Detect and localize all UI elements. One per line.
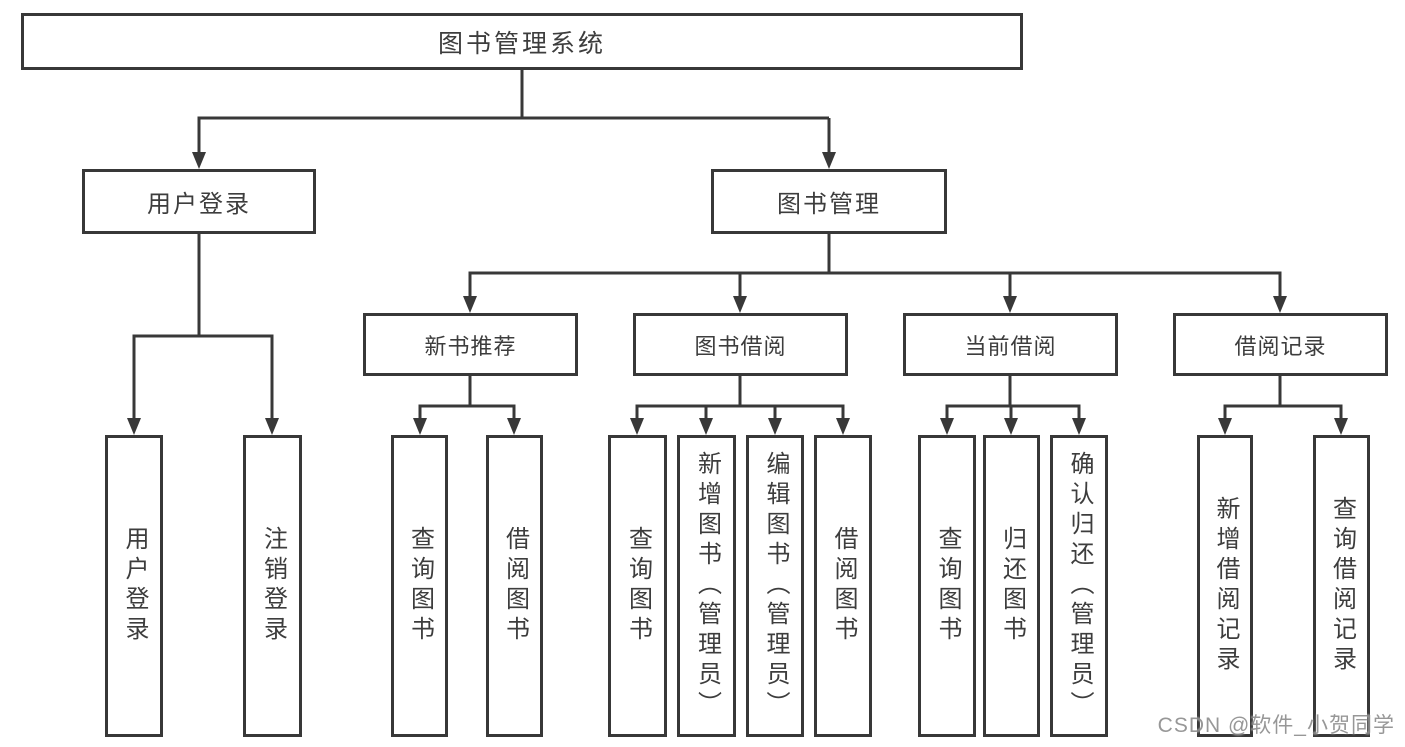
arrow-down-icon [1072,418,1086,435]
node-borrowing-records: 借阅记录 [1173,313,1388,376]
arrow-down-icon [699,418,713,435]
leaf-query-books-recommend: 查询图书 [391,435,448,737]
arrow-down-icon [822,152,836,169]
arrow-down-icon [1004,418,1018,435]
arrow-down-icon [940,418,954,435]
leaf-confirm-return-admin: 确认归还（管理员） [1050,435,1108,737]
arrow-down-icon [1218,418,1232,435]
arrow-down-icon [1273,296,1287,313]
arrow-down-icon [733,296,747,313]
connector-borrow-records-to-leaves [1218,376,1348,435]
arrow-down-icon [1334,418,1348,435]
connector-book-borrow-to-leaves [630,376,850,435]
connector-user-login-to-leaves [127,233,279,435]
node-book-management: 图书管理 [711,169,947,234]
connector-book-management-to-level3 [463,233,1287,313]
leaf-logout: 注销登录 [243,435,302,737]
node-book-borrowing: 图书借阅 [633,313,848,376]
arrow-down-icon [463,296,477,313]
csdn-watermark: CSDN @软件_小贺同学 [1157,714,1395,737]
arrow-down-icon [192,152,206,169]
node-user-login: 用户登录 [82,169,316,234]
arrow-down-icon [127,418,141,435]
leaf-query-books-current: 查询图书 [918,435,976,737]
connector-root-to-level2 [192,69,836,169]
node-current-borrowing: 当前借阅 [903,313,1118,376]
arrow-down-icon [507,418,521,435]
leaf-borrow-books: 借阅图书 [814,435,872,737]
leaf-add-book-admin: 新增图书（管理员） [677,435,736,737]
leaf-query-borrow-record: 查询借阅记录 [1313,435,1370,737]
leaf-add-borrow-record: 新增借阅记录 [1197,435,1253,737]
arrow-down-icon [413,418,427,435]
leaf-borrow-books-recommend: 借阅图书 [486,435,543,737]
connector-new-book-to-leaves [413,376,521,435]
arrow-down-icon [1003,296,1017,313]
node-new-book-recommendation: 新书推荐 [363,313,578,376]
leaf-edit-book-admin: 编辑图书（管理员） [746,435,804,737]
arrow-down-icon [836,418,850,435]
connector-current-borrow-to-leaves [940,376,1086,435]
arrow-down-icon [768,418,782,435]
arrow-down-icon [265,418,279,435]
node-library-system: 图书管理系统 [21,13,1023,70]
arrow-down-icon [630,418,644,435]
leaf-query-books-borrow: 查询图书 [608,435,667,737]
leaf-return-books: 归还图书 [983,435,1040,737]
leaf-user-login: 用户登录 [105,435,163,737]
